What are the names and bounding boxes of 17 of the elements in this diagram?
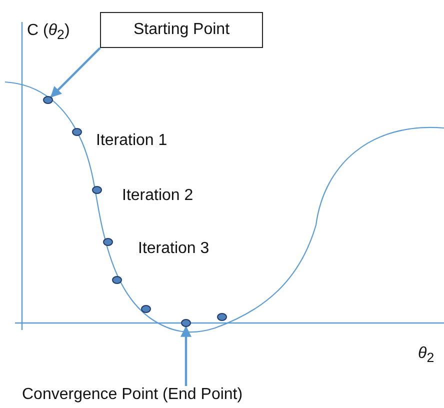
iteration-label: Iteration 1	[96, 132, 168, 150]
iteration-point	[181, 319, 191, 327]
callout-text: Convergence Point (End Point)	[22, 386, 302, 406]
arrow	[50, 47, 101, 98]
iteration-point	[92, 186, 102, 194]
axis-label: C (θ$_{2}$)	[27, 22, 70, 42]
iteration-label: Iteration 3	[138, 240, 210, 258]
iteration-point	[72, 128, 82, 136]
iteration-label: Iteration 2	[122, 187, 194, 205]
axis-label: θ$_{2}$	[418, 345, 434, 366]
arrow	[180, 326, 192, 386]
iteration-point	[141, 305, 151, 313]
iteration-point	[103, 238, 113, 246]
iteration-point	[43, 96, 53, 104]
iteration-point	[112, 276, 122, 284]
callout-box: Starting Point	[100, 12, 263, 48]
iteration-point	[217, 313, 227, 321]
